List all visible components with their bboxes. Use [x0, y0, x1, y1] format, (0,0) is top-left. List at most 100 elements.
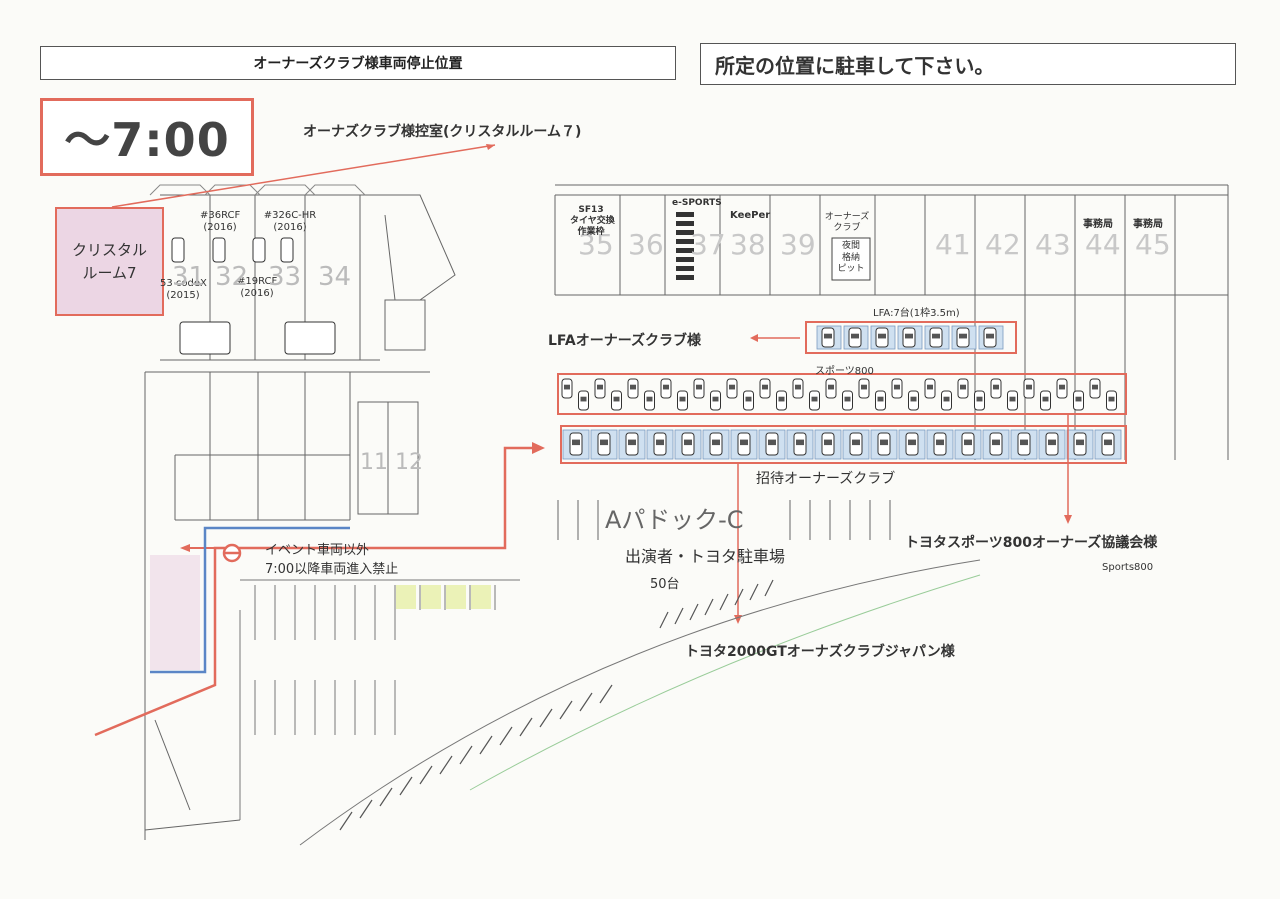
car-window: [824, 333, 832, 339]
lfa-header: LFA:7台(1枠3.5m): [873, 308, 960, 319]
lfa-parking-box: [805, 321, 1017, 354]
car-window: [656, 439, 664, 446]
car-window: [768, 439, 776, 446]
car-window: [880, 439, 888, 446]
car-window: [851, 333, 859, 339]
pit-number-44: 44: [1085, 228, 1121, 261]
pit-number-32: 32: [215, 262, 249, 292]
car-window: [992, 439, 1000, 446]
car-window: [613, 396, 620, 402]
car-window: [960, 384, 966, 390]
pit-car-label-4: #19RCF(2016): [237, 276, 278, 299]
office-label-44: 事務局: [1083, 219, 1113, 230]
area-number-11-12: 11 12: [360, 450, 423, 475]
car-window: [1059, 384, 1065, 390]
road-hatch: [339, 579, 774, 831]
car-window: [564, 384, 570, 390]
car-window: [959, 333, 967, 339]
invite-parking-row: [560, 425, 1127, 464]
sports800-parking-row: [557, 373, 1127, 415]
crystal-room-area: クリスタル ルーム7: [55, 207, 164, 316]
car-window: [976, 396, 983, 402]
car-window: [1076, 439, 1084, 446]
sports800-small-label: スポーツ800: [815, 366, 874, 377]
car-window: [824, 439, 832, 446]
left-pit-building: [144, 194, 456, 840]
car-window: [646, 396, 653, 402]
car-window: [778, 396, 785, 402]
car-window: [1026, 384, 1032, 390]
esports-label: e-SPORTS: [672, 198, 722, 208]
car-window: [877, 396, 884, 402]
car-window: [1075, 396, 1082, 402]
pit-number-45: 45: [1135, 228, 1171, 261]
car-window: [932, 333, 940, 339]
crystal-room-annotation: オーナズクラブ様控室(クリスタルルーム７): [303, 124, 582, 140]
paddock-label: Aパドック-C: [605, 506, 744, 534]
car-window: [927, 384, 933, 390]
lfa-slots: [816, 325, 1004, 350]
pit-number-37: 37: [690, 228, 726, 261]
invite-club-label: 招待オーナーズクラブ: [756, 471, 896, 487]
crystal-room-line1: クリスタル: [71, 241, 147, 259]
night-storage-label: 夜間格納ピット: [837, 241, 865, 275]
pit-number-39: 39: [780, 228, 816, 261]
car-window: [936, 439, 944, 446]
pit-number-43: 43: [1035, 228, 1071, 261]
invite-cars: [562, 429, 1122, 460]
car-window: [811, 396, 818, 402]
performer-parking-label: 出演者・トヨタ駐車場: [625, 547, 786, 566]
entry-route: [94, 446, 535, 737]
car-window: [1009, 396, 1016, 402]
car-window: [1108, 396, 1115, 402]
parking-notice: 所定の位置に駐車して下さい。: [700, 43, 1236, 85]
car-window: [910, 396, 917, 402]
car-window: [1092, 384, 1098, 390]
car-window: [894, 384, 900, 390]
car-window: [663, 384, 669, 390]
car-window: [600, 439, 608, 446]
car-window: [580, 396, 587, 402]
sports800-en-label: Sports800: [1102, 562, 1154, 573]
car-window: [796, 439, 804, 446]
pit-number-41: 41: [935, 228, 971, 261]
car-window: [762, 384, 768, 390]
sports800-cars: [561, 378, 1117, 411]
car-window: [878, 333, 886, 339]
car-window: [712, 439, 720, 446]
left-pit-cars: [171, 237, 336, 355]
car-window: [696, 384, 702, 390]
car-window: [597, 384, 603, 390]
car-window: [795, 384, 801, 390]
car-window: [1104, 439, 1112, 446]
pit-number-42: 42: [985, 228, 1021, 261]
car-window: [861, 384, 867, 390]
car-window: [740, 439, 748, 446]
pit-car-label-1: #36RCF(2016): [200, 210, 241, 233]
car-window: [745, 396, 752, 402]
car-window: [828, 384, 834, 390]
time-limit-badge: ～7:00: [40, 98, 254, 176]
pit-car-label-2: #326C-HR(2016): [263, 210, 317, 233]
car-window: [572, 439, 580, 446]
car-window: [1020, 439, 1028, 446]
car-window: [712, 396, 719, 402]
car-window: [844, 396, 851, 402]
car-window: [628, 439, 636, 446]
pit-number-34: 34: [318, 262, 352, 292]
office-label-45: 事務局: [1133, 219, 1163, 230]
blue-route: [150, 526, 350, 674]
no-entry-line2: 7:00以降車両進入禁止: [265, 562, 399, 577]
car-window: [908, 439, 916, 446]
car-window: [943, 396, 950, 402]
lower-parking: [239, 579, 520, 820]
paddock-parking: [557, 500, 891, 540]
pit-number-38: 38: [730, 228, 766, 261]
car-window: [630, 384, 636, 390]
car-window: [1042, 396, 1049, 402]
car-window: [986, 333, 994, 339]
car-window: [993, 384, 999, 390]
car-window: [1048, 439, 1056, 446]
